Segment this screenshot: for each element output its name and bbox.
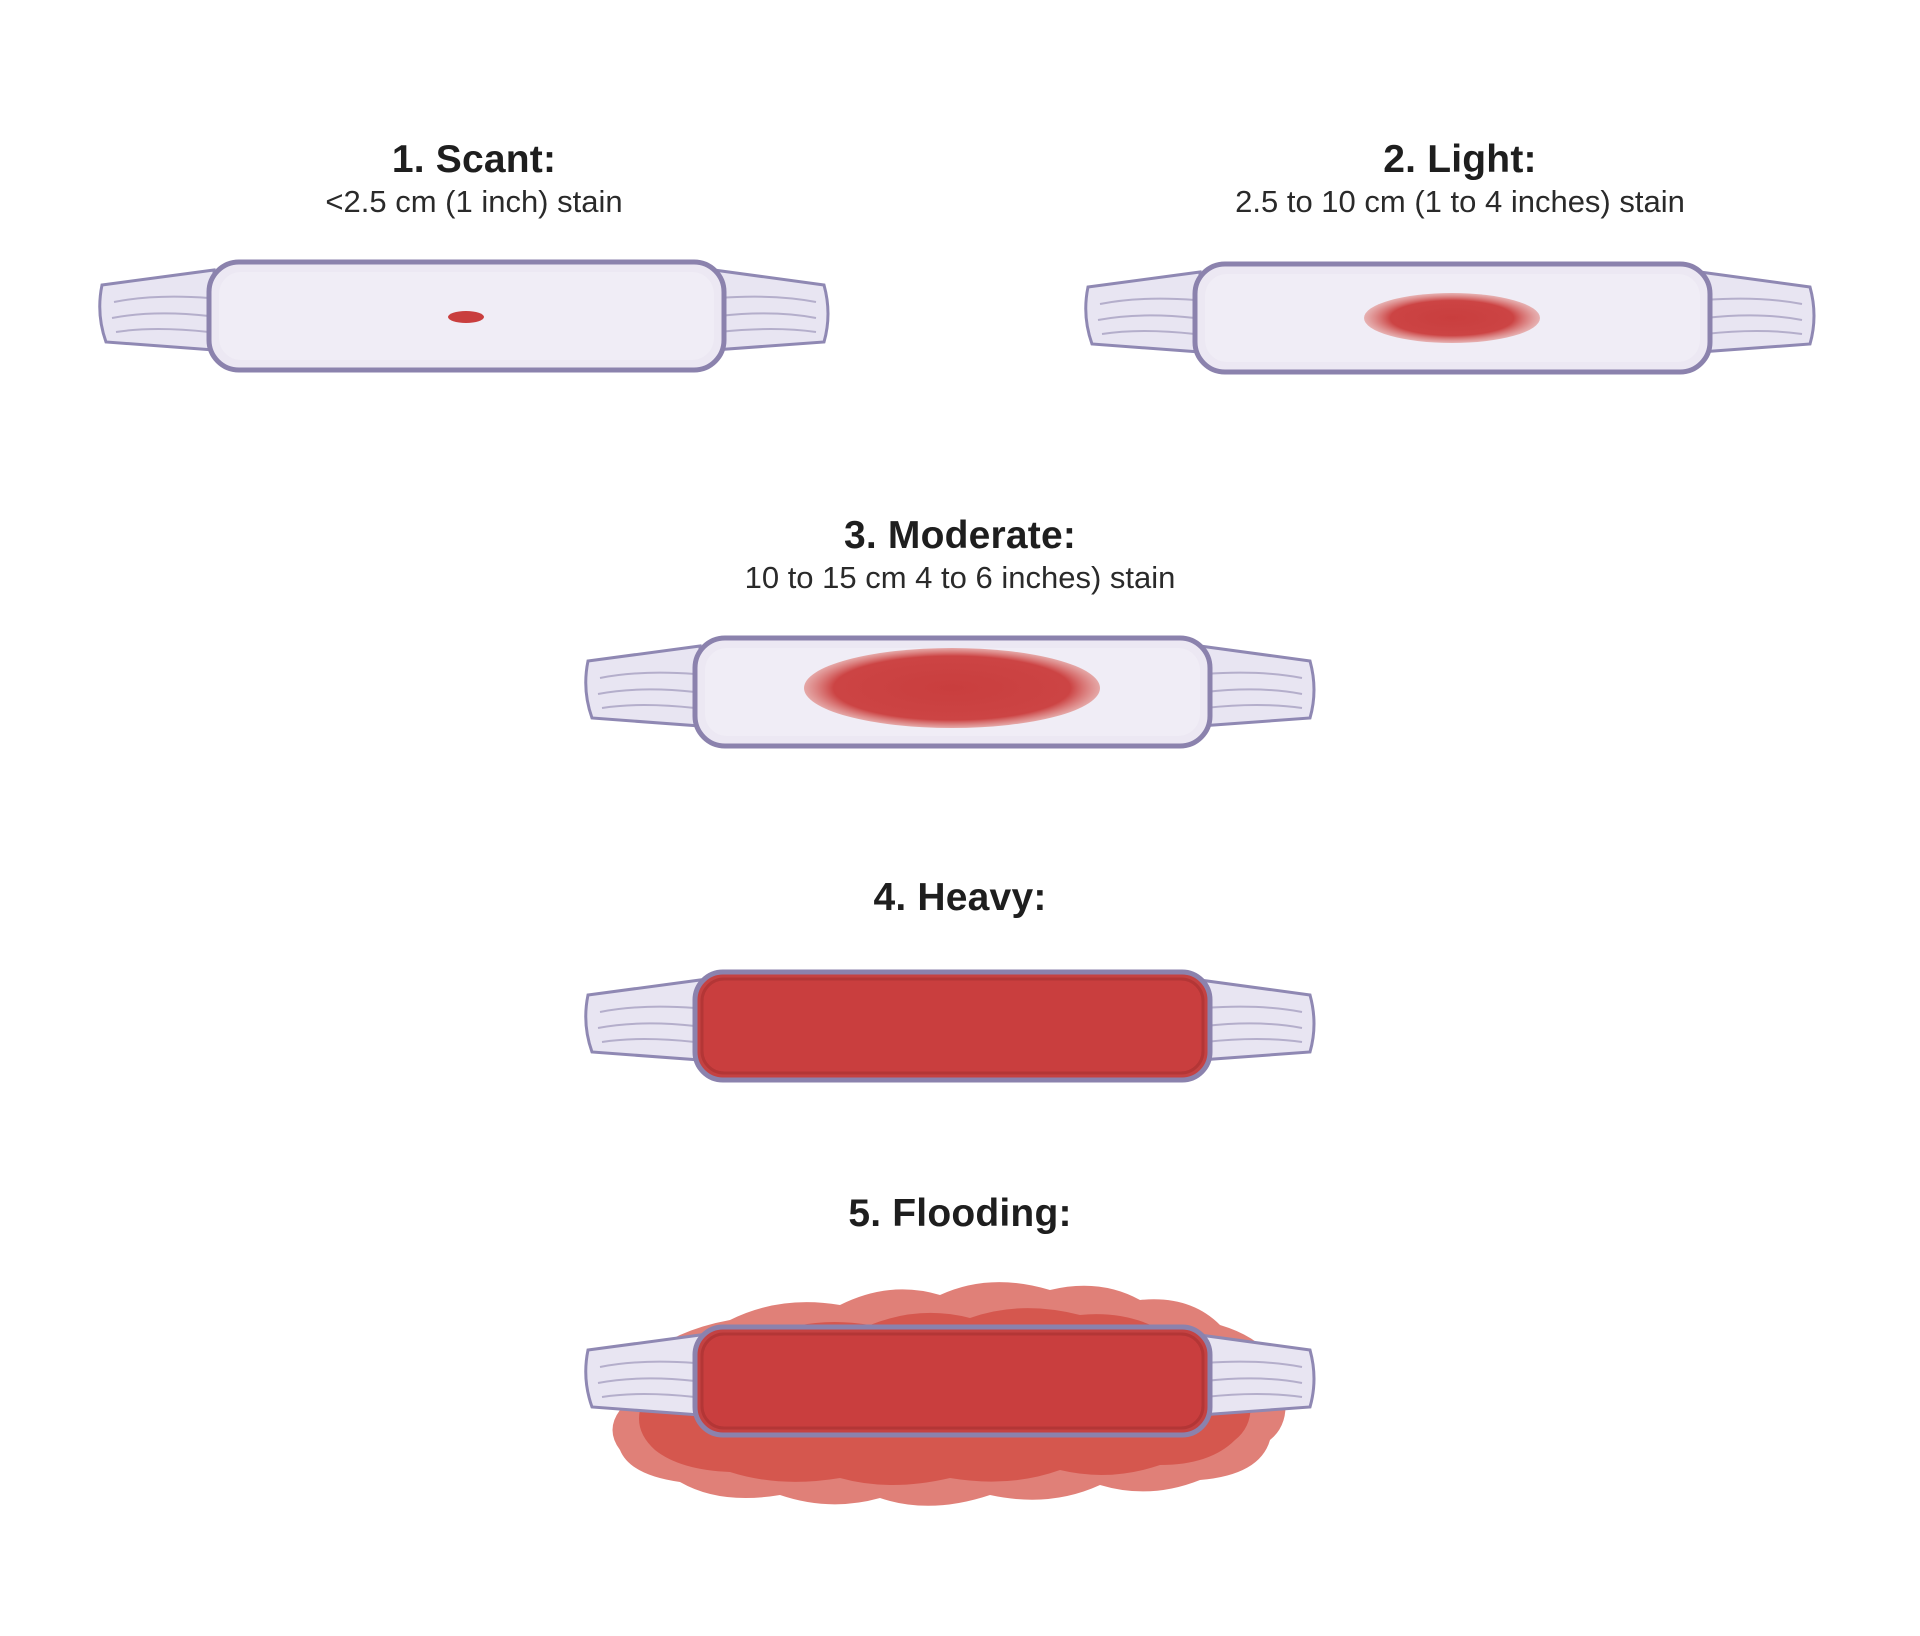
pad-cord-left — [584, 644, 702, 728]
pad-cord-right — [1698, 270, 1816, 354]
level-title: 4. Heavy: — [873, 876, 1047, 919]
level-title: 1. Scant: — [391, 138, 557, 181]
pad-cord-left — [98, 268, 216, 352]
level-subtitle: 10 to 15 cm 4 to 6 inches) stain — [744, 560, 1176, 595]
pad-cord-left — [1084, 270, 1202, 354]
pad-illustration-scant — [98, 259, 830, 373]
blood-stain — [1364, 293, 1540, 343]
level-title: 2. Light: — [1383, 138, 1537, 181]
level-title: 3. Moderate: — [843, 514, 1077, 557]
level-title: 5. Flooding: — [848, 1192, 1072, 1235]
pad-illustration-heavy — [584, 969, 1316, 1083]
level-subtitle: 2.5 to 10 cm (1 to 4 inches) stain — [1235, 184, 1685, 219]
pad-cord-right — [1198, 644, 1316, 728]
blood-stain — [448, 311, 484, 323]
pad-illustration-light — [1084, 261, 1816, 375]
pad-cord-right — [1198, 1333, 1316, 1417]
pad-illustration-moderate — [584, 635, 1316, 749]
pad-illustration-flooding — [584, 1282, 1316, 1506]
pad-cord-right — [712, 268, 830, 352]
pad-cord-left — [584, 978, 702, 1062]
pad-cord-left — [584, 1333, 702, 1417]
level-subtitle: <2.5 cm (1 inch) stain — [325, 184, 623, 219]
blood-stain — [804, 648, 1100, 728]
pad-cord-right — [1198, 978, 1316, 1062]
blood-stain — [700, 1332, 1205, 1430]
blood-stain — [700, 977, 1205, 1075]
